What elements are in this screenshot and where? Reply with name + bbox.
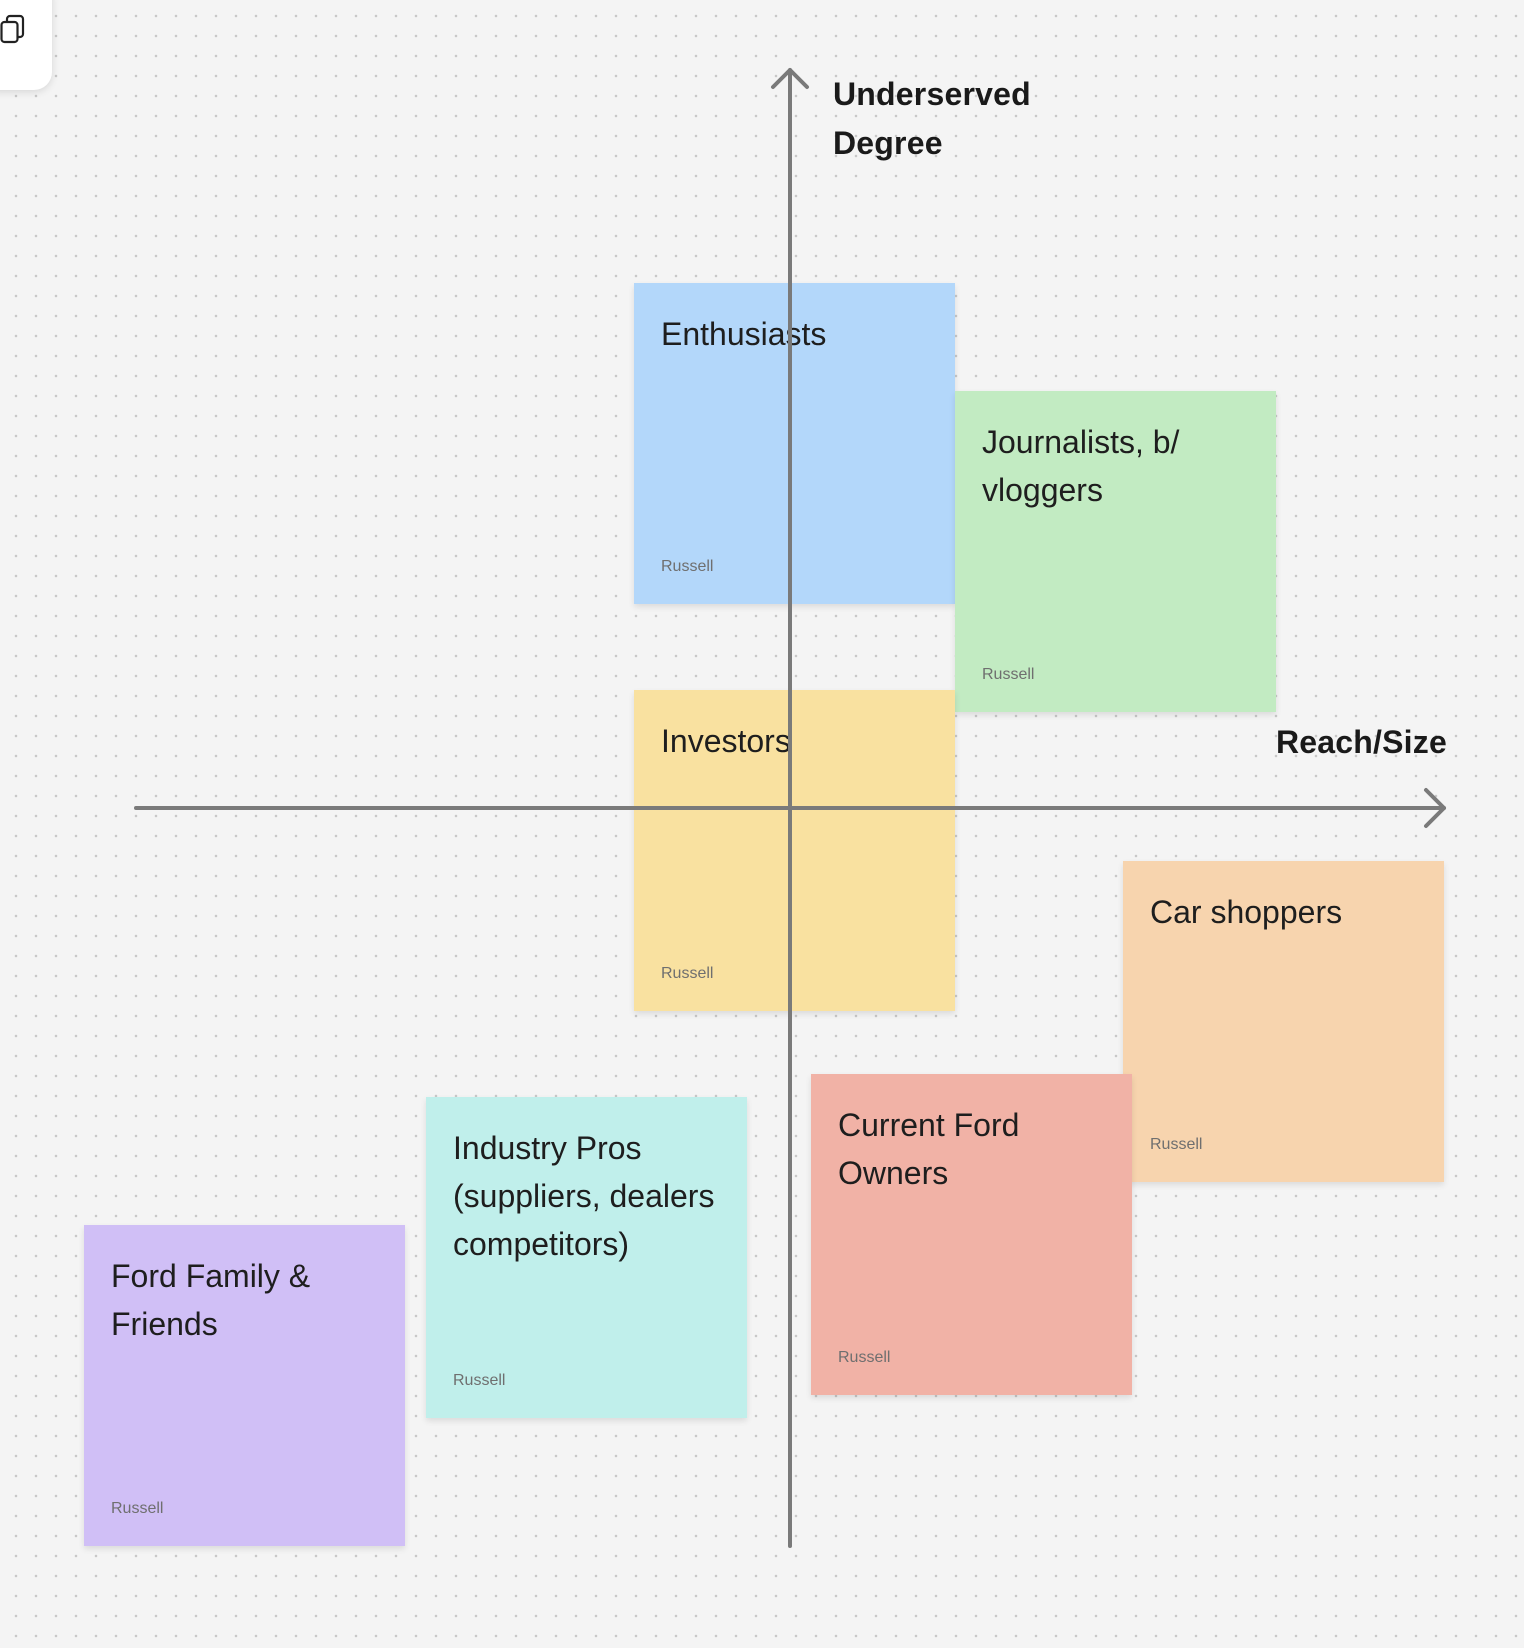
sticky-note-journalists[interactable]: Journalists, b/ vloggers Russell: [955, 391, 1276, 712]
sticky-author: Russell: [1150, 1136, 1203, 1153]
sticky-title: Journalists, b/ vloggers: [982, 424, 1180, 508]
sticky-author: Russell: [661, 965, 714, 982]
sticky-author: Russell: [111, 1500, 164, 1517]
sticky-author: Russell: [982, 666, 1035, 683]
sticky-title: Current Ford Owners: [838, 1107, 1020, 1191]
sticky-author: Russell: [453, 1372, 506, 1389]
y-axis-label: Underserved Degree: [833, 70, 1031, 168]
copy-icon: [0, 14, 26, 48]
sticky-title: Enthusiasts: [661, 316, 827, 352]
sticky-title: Car shoppers: [1150, 894, 1343, 930]
sticky-note-enthusiasts[interactable]: Enthusiasts Russell: [634, 283, 955, 604]
sticky-note-car-shoppers[interactable]: Car shoppers Russell: [1123, 861, 1444, 1182]
x-axis-label-text: Reach/Size: [1276, 724, 1447, 760]
x-axis-label: Reach/Size: [1276, 718, 1447, 767]
sticky-note-industry-pros[interactable]: Industry Pros (suppliers, dealers compet…: [426, 1097, 747, 1418]
copy-button[interactable]: [0, 0, 52, 90]
y-axis-label-line: Underserved: [833, 76, 1031, 112]
sticky-author: Russell: [838, 1349, 891, 1366]
sticky-title: Industry Pros (suppliers, dealers compet…: [453, 1130, 715, 1262]
sticky-note-ford-family[interactable]: Ford Family & Friends Russell: [84, 1225, 405, 1546]
sticky-author: Russell: [661, 558, 714, 575]
sticky-note-current-ford-owners[interactable]: Current Ford Owners Russell: [811, 1074, 1132, 1395]
sticky-title: Investors: [661, 723, 791, 759]
y-axis-label-line: Degree: [833, 125, 943, 161]
sticky-title: Ford Family & Friends: [111, 1258, 311, 1342]
sticky-note-investors[interactable]: Investors Russell: [634, 690, 955, 1011]
